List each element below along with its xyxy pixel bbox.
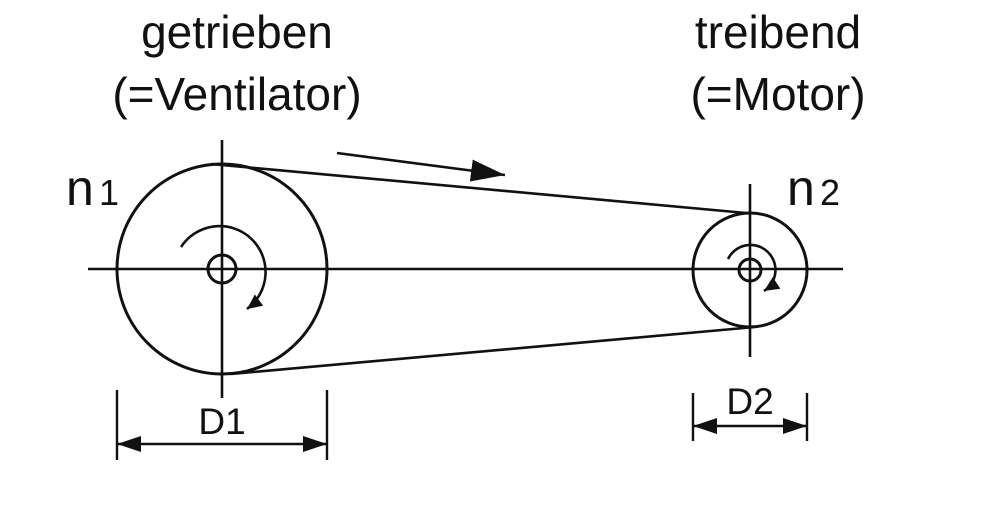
left-pulley-hub bbox=[206, 253, 238, 285]
right-speed-index: 2 bbox=[820, 172, 840, 213]
left-rotation-arrow bbox=[179, 224, 267, 311]
left-pulley-title: getrieben bbox=[141, 6, 333, 58]
belt-bottom-line bbox=[230, 325, 756, 376]
d2-label: D2 bbox=[726, 381, 773, 422]
right-speed-symbol: n bbox=[787, 160, 815, 216]
right-pulley-subtitle: (=Motor) bbox=[690, 68, 865, 120]
belt-top-line bbox=[210, 162, 747, 215]
right-pulley-hub bbox=[737, 257, 763, 283]
right-pulley-title: treibend bbox=[695, 6, 861, 58]
left-pulley-subtitle: (=Ventilator) bbox=[112, 68, 361, 120]
d1-label: D1 bbox=[198, 401, 245, 442]
right-rotation-arrow bbox=[726, 243, 781, 293]
belt-direction-arrow bbox=[336, 151, 506, 182]
left-speed-symbol: n bbox=[66, 160, 94, 216]
left-speed-index: 1 bbox=[99, 172, 119, 213]
